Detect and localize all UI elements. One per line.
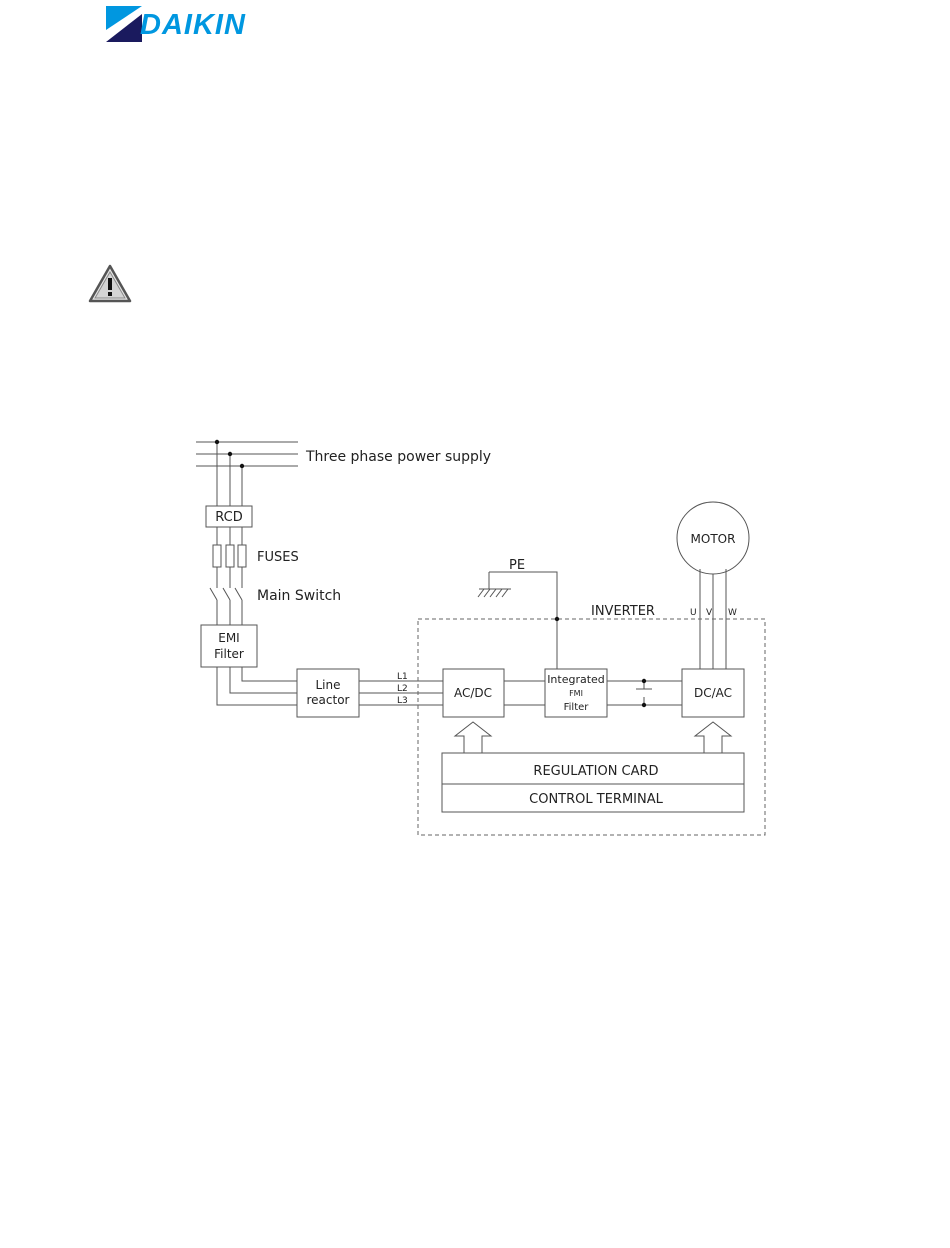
- phase-w-label: W: [728, 608, 737, 618]
- emi-label-2: Filter: [214, 647, 244, 661]
- arrow-acdc: [455, 722, 491, 753]
- l1-label: L1: [397, 672, 408, 682]
- motor-label: MOTOR: [691, 532, 736, 546]
- rcd-label: RCD: [215, 510, 242, 525]
- integrated-label-1: Integrated: [547, 673, 605, 686]
- fuse-2: [226, 545, 234, 567]
- pe-label: PE: [509, 558, 525, 573]
- acdc-label: AC/DC: [454, 686, 492, 700]
- emi-label-1: EMI: [218, 631, 239, 645]
- reactor-label-2: reactor: [307, 693, 350, 707]
- fuse-3: [238, 545, 246, 567]
- main-switch-label: Main Switch: [257, 588, 341, 604]
- integrated-label-2: FMI: [569, 689, 583, 698]
- reactor-label-1: Line: [315, 678, 340, 692]
- arrow-dcac: [695, 722, 731, 753]
- l3-label: L3: [397, 696, 408, 706]
- dcac-label: DC/AC: [694, 686, 732, 700]
- supply-label: Three phase power supply: [305, 449, 491, 465]
- phase-v-label: V: [706, 608, 713, 618]
- control-terminal-label: CONTROL TERMINAL: [529, 792, 663, 807]
- phase-u-label: U: [690, 608, 697, 618]
- integrated-label-3: Filter: [564, 702, 590, 713]
- l2-label: L2: [397, 684, 408, 694]
- fuses-label: FUSES: [257, 550, 299, 565]
- regulation-card-label: REGULATION CARD: [533, 764, 658, 779]
- inverter-label: INVERTER: [591, 604, 655, 619]
- fuse-1: [213, 545, 221, 567]
